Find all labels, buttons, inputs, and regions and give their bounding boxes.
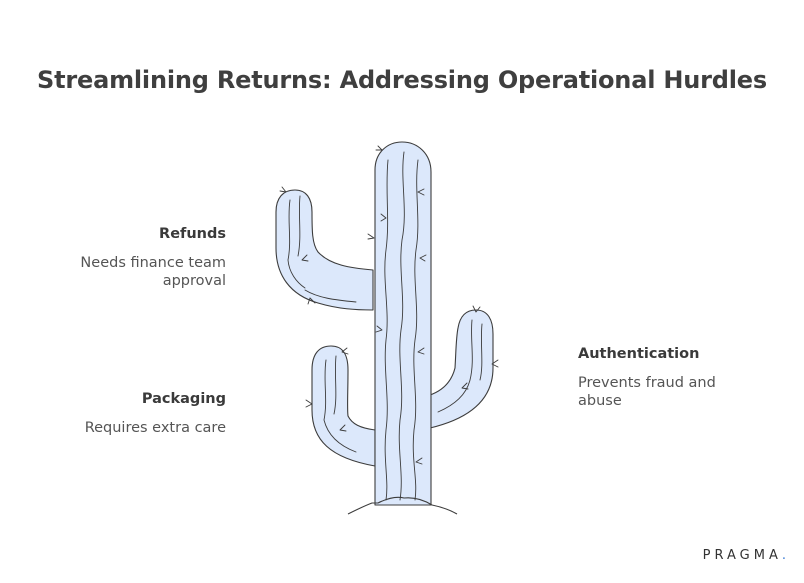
item-packaging: Packaging Requires extra care [40, 391, 226, 437]
item-heading: Authentication [578, 346, 700, 362]
cactus-right-arm [429, 309, 494, 429]
item-description: Prevents fraud and abuse [578, 375, 716, 409]
item-description: Needs finance team approval [80, 255, 226, 289]
brand-name: PRAGMA [702, 548, 782, 563]
item-heading: Packaging [141, 391, 226, 407]
cactus-left-upper-arm [275, 189, 374, 311]
ground-line [347, 496, 458, 515]
item-authentication: Authentication Prevents fraud and abuse [578, 346, 748, 410]
cactus-left-lower-arm [311, 345, 376, 467]
diagram-title: Streamlining Returns: Addressing Operati… [37, 66, 767, 94]
brand-dot: . [781, 548, 786, 563]
cactus-trunk [374, 141, 432, 506]
item-heading: Refunds [159, 226, 226, 242]
item-description: Requires extra care [84, 420, 226, 436]
brand-logo: PRAGMA. [703, 548, 786, 563]
item-refunds: Refunds Needs finance team approval [40, 226, 226, 290]
